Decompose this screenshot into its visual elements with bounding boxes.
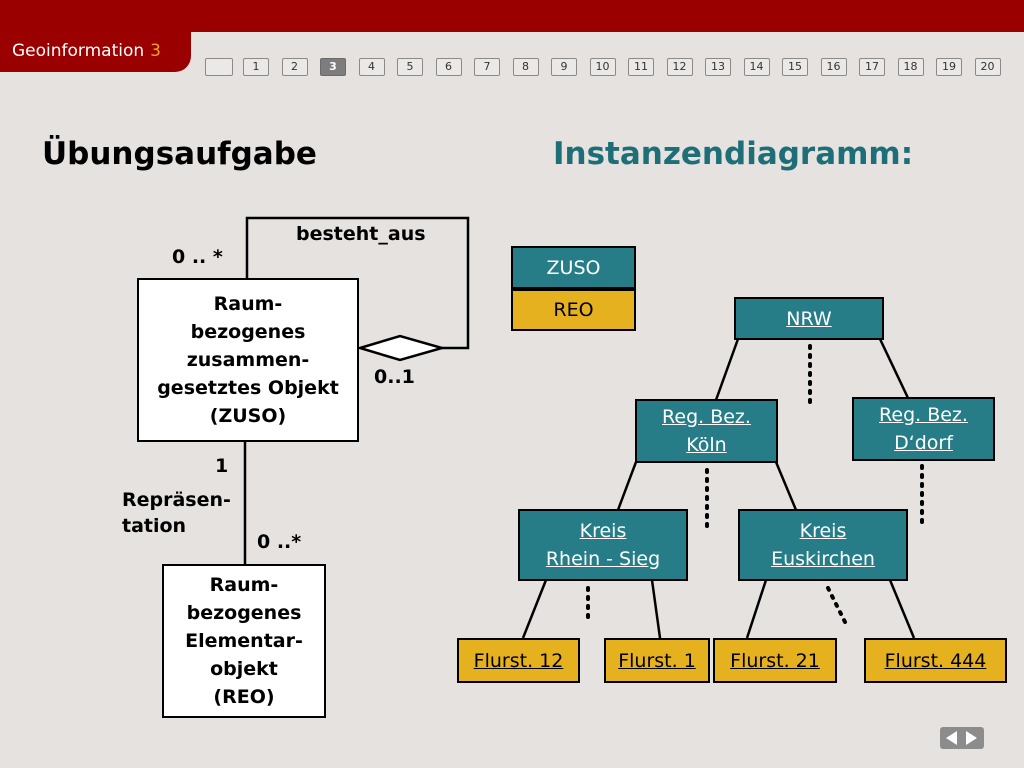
previous-arrow-icon[interactable] [946,731,957,745]
tree-line [521,579,548,639]
pager-button-5[interactable]: 5 [397,58,423,76]
tree-line [878,338,910,399]
pager-button-12[interactable]: 12 [666,58,693,76]
zuso-class-box: Raum- bezogenes zusammen- gesetztes Obje… [137,278,359,442]
node-flurst-1[interactable]: Flurst. 1 [604,638,710,683]
pager-button-4[interactable]: 4 [358,58,385,76]
tree-line [774,461,798,511]
multiplicity-aggregate: 0..1 [374,366,415,388]
multiplicity-reo: 0 ..* [257,531,302,553]
pager-button-17[interactable]: 17 [859,58,885,76]
tree-line [714,338,740,401]
tree-line [650,579,662,639]
aggregation-line [245,216,470,350]
pager-home-button[interactable] [205,58,233,76]
node-flurst-21[interactable]: Flurst. 21 [713,638,837,683]
pager-button-6[interactable]: 6 [435,58,462,76]
aggregation-diamond [355,334,447,362]
pager-button-9[interactable]: 9 [551,58,577,76]
top-bar [0,0,1024,32]
node-flurst-444[interactable]: Flurst. 444 [864,638,1007,683]
representation-label: Repräsen- tation [122,489,231,537]
node-kreis-rhein-sieg[interactable]: Kreis Rhein - Sieg [518,509,688,581]
pager-button-19[interactable]: 19 [936,58,962,76]
tree-line [888,579,916,639]
pager-button-2[interactable]: 2 [281,58,308,76]
next-arrow-icon[interactable] [966,731,977,745]
tree-line [745,579,768,639]
pager-button-15[interactable]: 15 [782,58,808,76]
pager-button-20[interactable]: 20 [974,58,1001,76]
reo-class-box: Raum- bezogenes Elementar- objekt (REO) [162,564,326,718]
pager-button-3[interactable]: 3 [320,58,346,76]
title-text: Geoinformation [12,41,145,61]
pager-button-11[interactable]: 11 [628,58,654,76]
pager-button-14[interactable]: 14 [743,58,770,76]
slide-nav-buttons[interactable] [940,727,984,749]
association-name: besteht_aus [296,223,426,245]
pager-button-1[interactable]: 1 [243,58,269,76]
node-nrw[interactable]: NRW [734,297,884,340]
pager-button-13[interactable]: 13 [705,58,731,76]
pager-button-10[interactable]: 10 [589,58,616,76]
legend-zuso: ZUSO [511,246,636,289]
pager-button-18[interactable]: 18 [897,58,924,76]
tree-line [616,461,638,511]
multiplicity-one: 1 [215,455,229,477]
more-children-dots [826,586,848,626]
node-reg-bez-ddorf[interactable]: Reg. Bez. D‘dorf [852,397,995,461]
exercise-heading: Übungsaufgabe [42,136,317,172]
instance-diagram-heading: Instanzendiagramm: [553,136,914,172]
node-reg-bez-koeln[interactable]: Reg. Bez. Köln [635,399,778,463]
legend-reo: REO [511,289,636,331]
pager-button-8[interactable]: 8 [512,58,539,76]
title-number: 3 [150,41,161,61]
node-kreis-euskirchen[interactable]: Kreis Euskirchen [738,509,908,581]
pager-button-16[interactable]: 16 [820,58,847,76]
multiplicity-top: 0 .. * [172,246,223,268]
pager-button-7[interactable]: 7 [474,58,500,76]
node-flurst-12[interactable]: Flurst. 12 [457,638,580,683]
